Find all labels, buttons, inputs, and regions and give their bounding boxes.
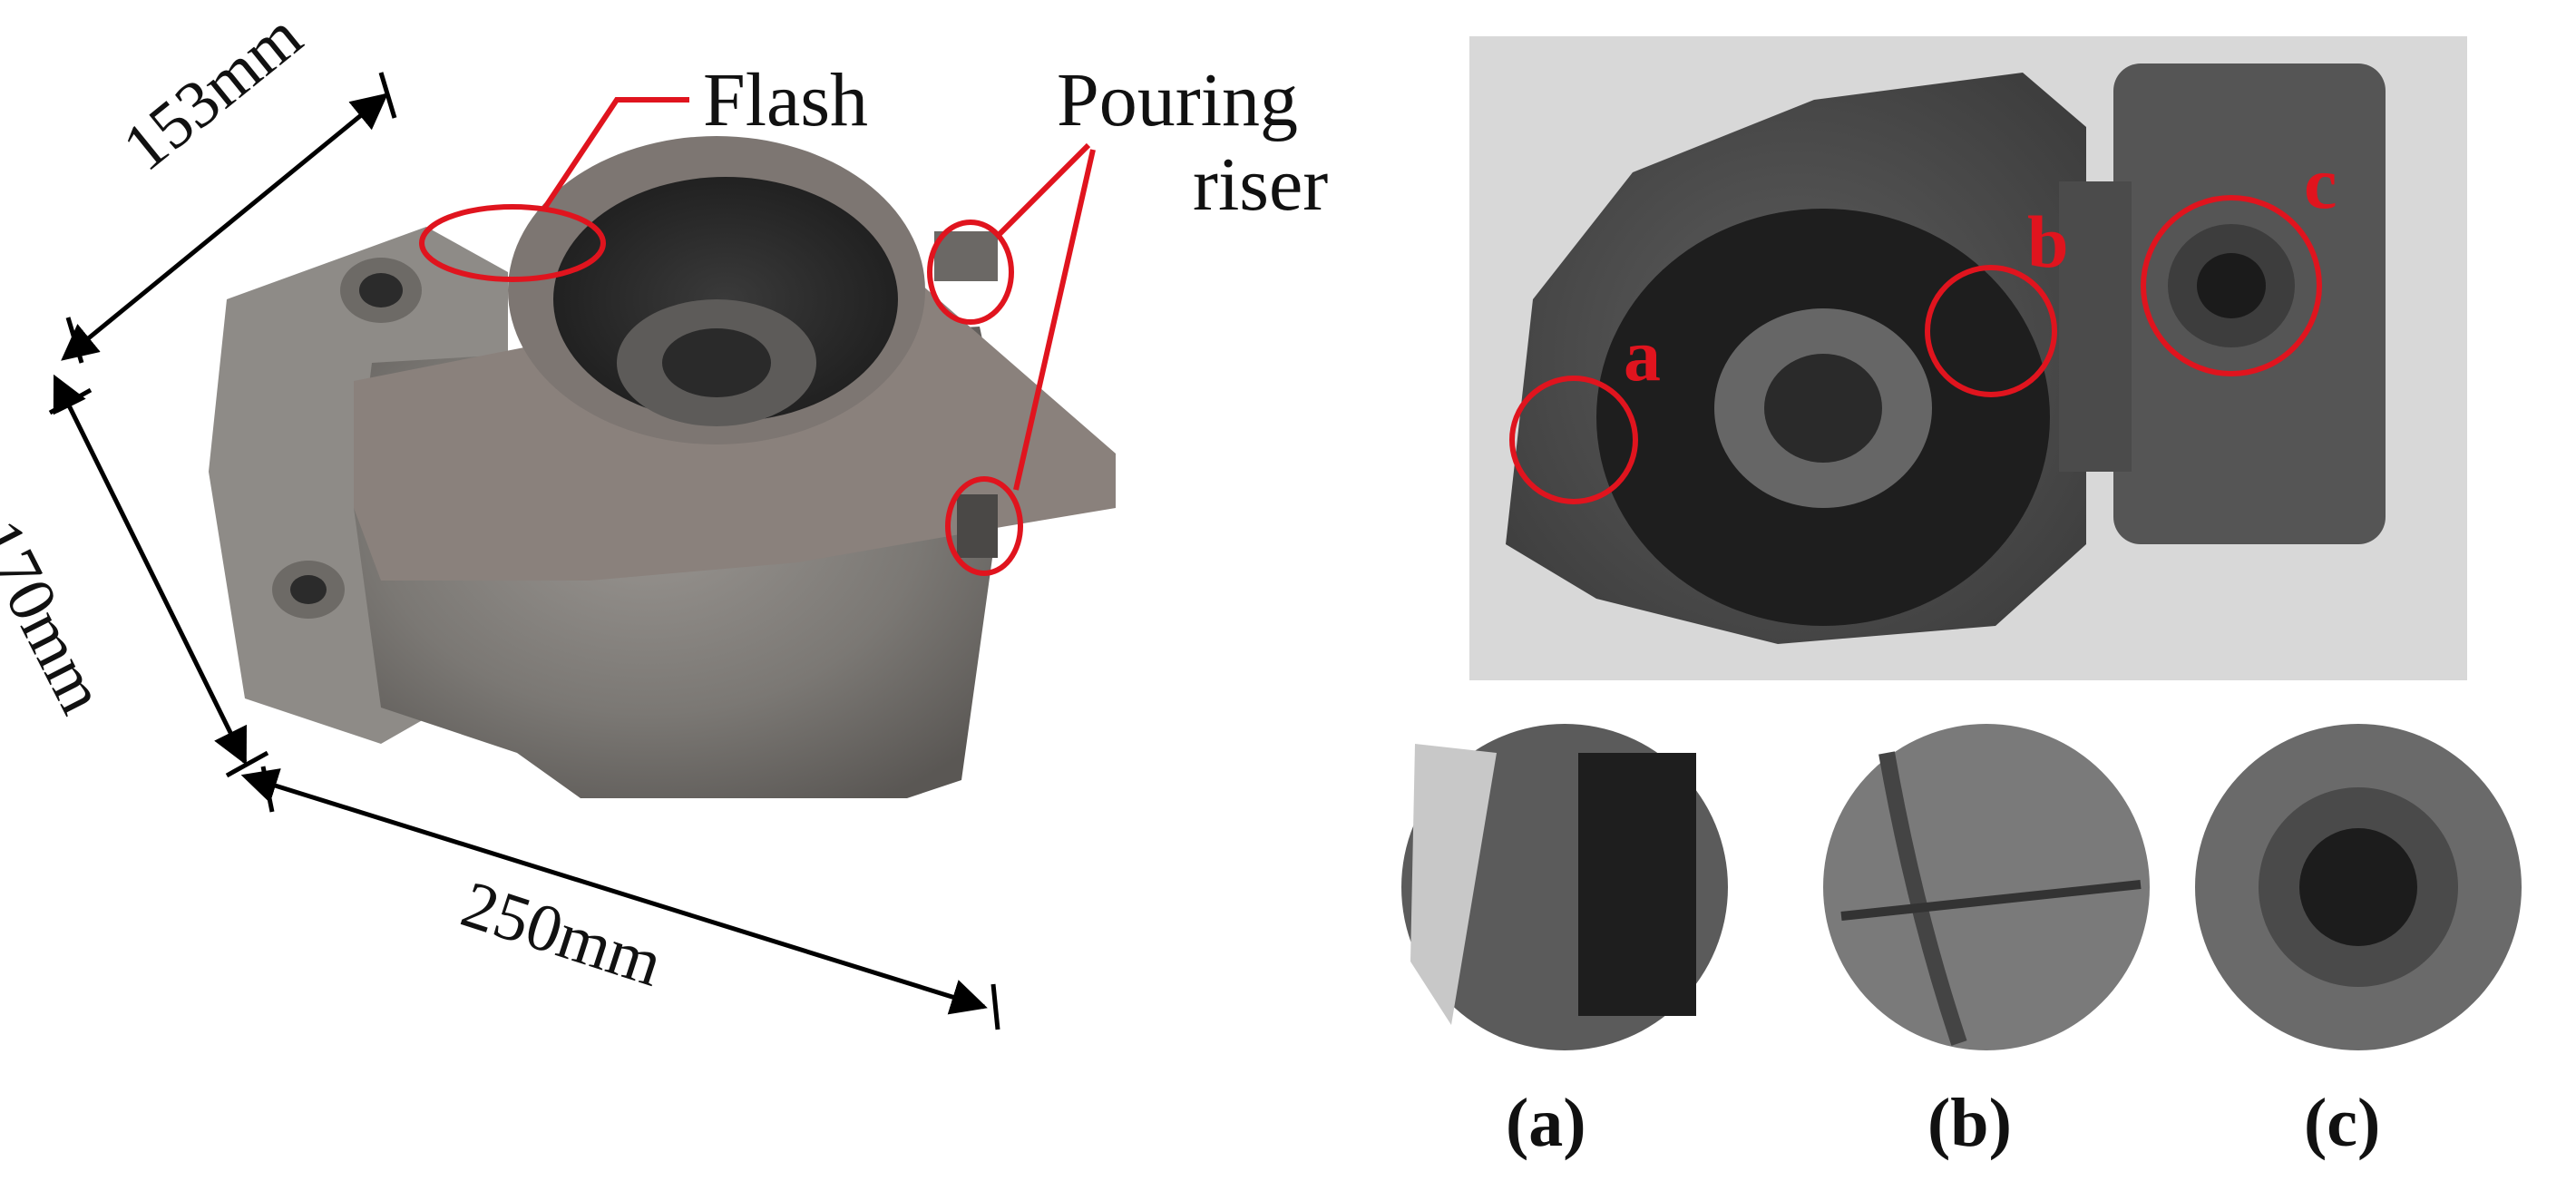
zoom-insets — [1401, 724, 2522, 1050]
inset-b-detail — [1878, 751, 1967, 1046]
flash-marker — [419, 204, 606, 282]
photo-part-neck — [2059, 181, 2132, 472]
inset-a-dark — [1578, 753, 1696, 1016]
dim-250-tick-a — [260, 766, 275, 813]
photo-markers — [1509, 195, 2322, 504]
casting-side-hole — [359, 273, 403, 308]
photo-hub-hole — [1764, 354, 1882, 463]
marker-circle-c — [2141, 195, 2322, 376]
marker-label-b: b — [2027, 200, 2069, 283]
photo-block-hole — [2197, 253, 2266, 318]
grayscale-photo — [1469, 36, 2467, 680]
dim-250-tick-b — [990, 983, 1000, 1030]
riser-side — [957, 494, 998, 558]
riser-marker-side — [945, 476, 1023, 576]
dimension-lines — [48, 72, 1000, 1030]
inset-c-hole — [2299, 828, 2417, 946]
flash-leader — [542, 97, 689, 210]
dim-153-tick-b — [378, 72, 397, 119]
casting-lower-hole — [290, 575, 327, 604]
caption-b: (b) — [1927, 1085, 2012, 1161]
dim-170-tick-a — [48, 387, 93, 415]
riser-marker-top — [927, 220, 1014, 325]
inset-b-seam — [1840, 880, 2142, 921]
inset-a-detail — [1410, 744, 1497, 1025]
flash-label: Flash — [703, 58, 869, 142]
casting-inner-hole — [662, 328, 771, 397]
dim-153-line — [61, 93, 389, 361]
caption-a: (a) — [1506, 1085, 1586, 1161]
marker-circle-a — [1509, 376, 1638, 504]
caption-c: (c) — [2304, 1085, 2381, 1161]
marker-label-a: a — [1624, 314, 1661, 396]
dim-170-tick-b — [225, 750, 269, 778]
casting-photo — [209, 136, 1116, 798]
pouring-riser-label-2: riser — [1193, 142, 1329, 227]
left-annotations — [419, 97, 1096, 576]
riser-leader-2 — [1013, 149, 1096, 491]
marker-circle-b — [1925, 265, 2057, 397]
riser-leader-1 — [995, 142, 1091, 239]
dim-170-line — [53, 374, 248, 766]
dim-250-line — [240, 768, 988, 1015]
marker-label-c: c — [2304, 142, 2337, 224]
riser-top — [934, 231, 998, 281]
pouring-riser-label-1: Pouring — [1057, 58, 1299, 142]
dim-153-tick-a — [65, 317, 84, 364]
